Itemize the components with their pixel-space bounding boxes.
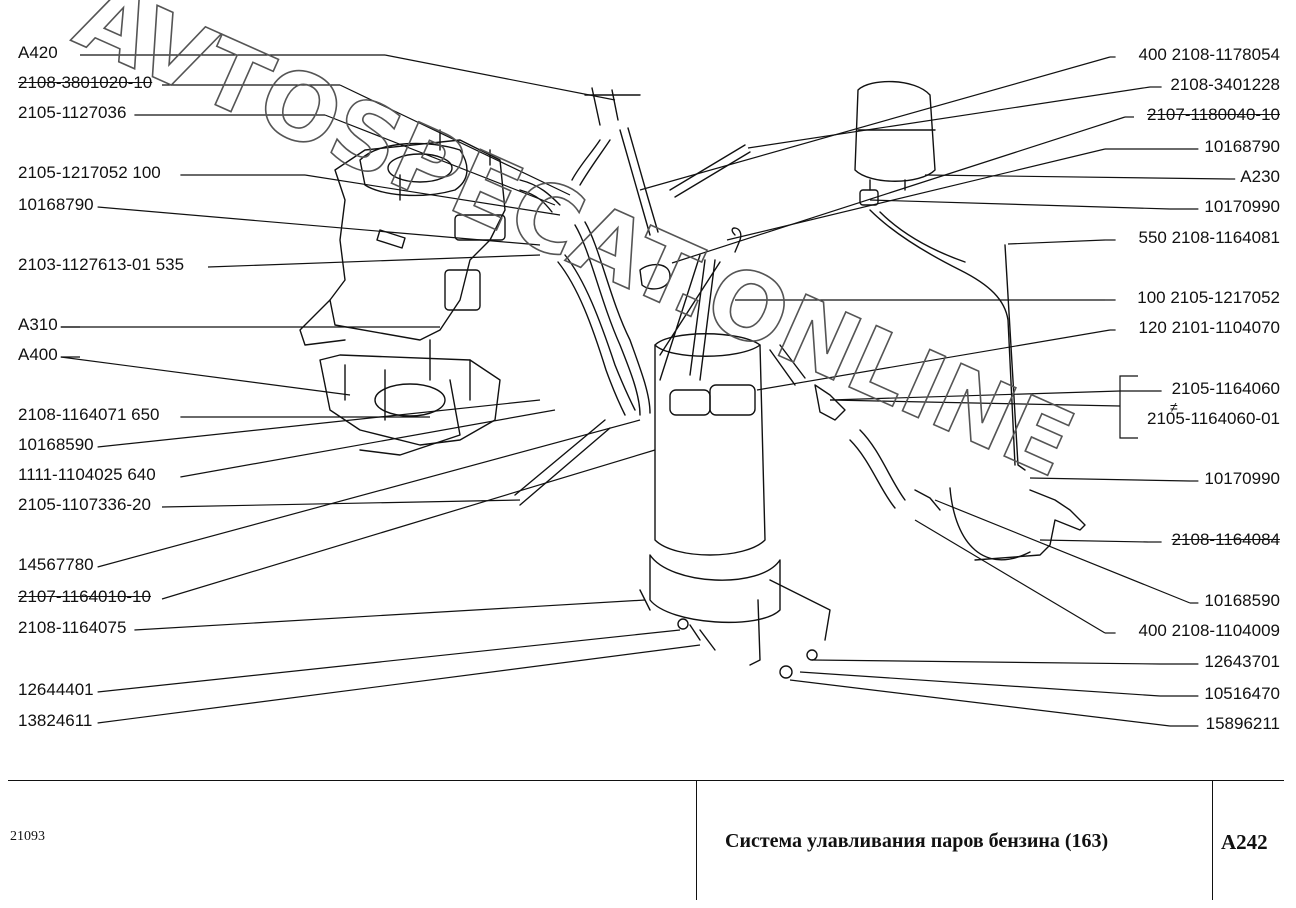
leader-line (811, 659, 1161, 665)
part-label-right: 400 2108-1104009 (1138, 621, 1281, 640)
leader-line (161, 499, 521, 508)
leader-line (639, 56, 1111, 191)
part-label-right: 10168790 (1204, 137, 1280, 156)
leader-line (134, 599, 646, 631)
not-equal-symbol: ≠ (1170, 399, 1178, 415)
part-label-right: 10516470 (1204, 684, 1280, 703)
part-label-left: 10168790 (18, 195, 94, 214)
part-label-right: 10170990 (1204, 469, 1280, 488)
leader-line (180, 409, 556, 478)
leader-line (97, 399, 541, 448)
leader-line (924, 174, 1231, 180)
part-label-left: 2108-3801020-10 (18, 73, 153, 92)
leader-line (324, 114, 556, 206)
leader-line (747, 86, 1151, 149)
part-label-right: 400 2108-1178054 (1138, 45, 1281, 64)
bracket (1119, 375, 1138, 439)
part-label-left: 2108-1164075 (18, 618, 127, 637)
part-label-left: 13824611 (18, 711, 93, 730)
leader-line (671, 116, 1126, 264)
leader-line (97, 419, 641, 568)
leader-line (829, 399, 1121, 407)
part-label-right: 12643701 (1204, 652, 1280, 671)
leader-line (789, 679, 1171, 727)
hoses-drawing (519, 87, 751, 416)
leader-line (60, 356, 351, 396)
leader-line (869, 199, 1171, 210)
part-label-right: 2108-1164084 (1171, 530, 1280, 549)
model-number: 21093 (10, 829, 45, 844)
leader-lines (60, 54, 1236, 727)
leader-line (756, 329, 1111, 391)
part-label-left: 1111-1104025 640 (18, 465, 156, 484)
title-block: 21093 Система улавливания паров бензина … (8, 780, 1284, 900)
part-label-right: 550 2108-1164081 (1138, 228, 1281, 247)
leader-line (207, 254, 541, 268)
part-label-right: 100 2105-1217052 (1137, 288, 1280, 307)
leader-line (726, 148, 1106, 241)
canister-drawing (514, 333, 831, 679)
diagram-code: A242 (1221, 830, 1268, 854)
part-label-left: 10168590 (18, 435, 94, 454)
part-label-left: 14567780 (18, 555, 94, 574)
part-label-right: 10168590 (1204, 591, 1280, 610)
part-label-left: A310 (18, 315, 58, 334)
diagram-title: Система улавливания паров бензина (163) (725, 830, 1109, 852)
leader-line (304, 174, 561, 216)
leader-line (339, 84, 571, 196)
part-label-left: 2105-1127036 (18, 103, 127, 122)
leader-line (161, 449, 656, 600)
part-label-right: 10170990 (1204, 197, 1280, 216)
part-label-left: 2108-1164071 650 (18, 405, 160, 424)
leader-line (934, 499, 1191, 604)
leader-line (799, 671, 1161, 697)
leader-line (829, 390, 1121, 401)
leader-line (97, 644, 701, 724)
part-label-right: 120 2101-1104070 (1138, 318, 1281, 337)
title-cell: Система улавливания паров бензина (163) (696, 781, 1213, 900)
leader-line (97, 629, 681, 693)
part-label-left: 2105-1217052 100 (18, 163, 161, 182)
carburetor-drawing (299, 129, 506, 456)
reservoir-drawing (659, 80, 1086, 561)
part-label-left: A400 (18, 345, 58, 364)
part-label-right: A230 (1240, 167, 1280, 186)
leader-line (384, 54, 616, 101)
leader-line (1039, 539, 1149, 543)
leader-line (1029, 477, 1191, 482)
part-label-left: 2103-1127613-01 535 (18, 255, 185, 274)
part-label-left: 2105-1107336-20 (18, 495, 151, 514)
part-label-right: 2105-1164060 (1171, 379, 1280, 398)
part-label-left: A420 (18, 43, 58, 62)
part-label-left: 12644401 (18, 680, 94, 699)
leader-line (914, 519, 1106, 634)
part-label-right: 2105-1164060-01 (1147, 409, 1280, 428)
part-label-right: 2108-3401228 (1170, 75, 1280, 94)
leader-line (1007, 239, 1106, 245)
part-label-left: 2107-1164010-10 (18, 587, 151, 606)
part-label-right: 15896211 (1205, 714, 1280, 733)
code-cell: A242 (1212, 781, 1285, 900)
leader-line (97, 206, 541, 246)
part-label-right: 2107-1180040-10 (1147, 105, 1280, 124)
